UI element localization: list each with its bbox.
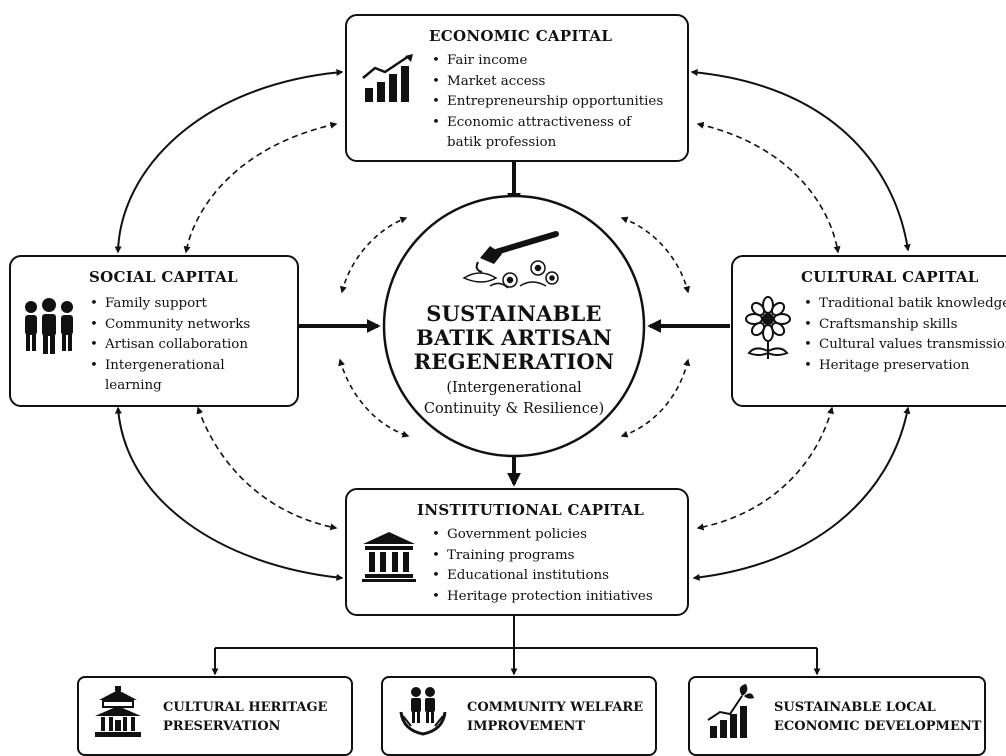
cultural-capital-list: Traditional batik knowledge Craftsmanshi… [803, 294, 1006, 376]
outcome-label: COMMUNITY WELFARE IMPROVEMENT [467, 698, 643, 736]
bar-chart-growth-icon [362, 54, 413, 102]
outcome-label: CULTURAL HERITAGE PRESERVATION [163, 698, 327, 736]
arc-cultural-institutional [692, 406, 911, 581]
list-item: Fair income [431, 51, 685, 72]
outcome-label-line: ECONOMIC DEVELOPMENT [774, 719, 982, 734]
batik-flower-icon [745, 296, 791, 359]
center-title-line: REGENERATION [413, 349, 615, 374]
social-capital-title: SOCIAL CAPITAL [89, 268, 238, 286]
dashed-economic-social [183, 121, 338, 254]
outcome-label-line: SUSTAINABLE LOCAL [774, 700, 936, 715]
outcome-box-community-welfare: COMMUNITY WELFARE IMPROVEMENT [381, 676, 657, 756]
arc-economic-social [114, 69, 344, 254]
growth-plant-chart-icon [707, 684, 754, 738]
list-item: Community networks [89, 315, 289, 336]
list-item: Heritage preservation [803, 356, 1006, 377]
economic-capital-title: ECONOMIC CAPITAL [429, 27, 613, 45]
people-group-icon [25, 298, 73, 354]
dashed-center-ll [338, 358, 410, 438]
cultural-capital-box: CULTURAL CAPITAL Traditional batik knowl… [731, 255, 1006, 407]
dashed-center-lr [620, 358, 691, 438]
cultural-capital-title: CULTURAL CAPITAL [801, 268, 979, 286]
outcome-box-cultural-heritage: CULTURAL HERITAGE PRESERVATION [77, 676, 353, 756]
center-title-line: BATIK ARTISAN [416, 325, 612, 350]
list-item: Economic attractiveness of batik profess… [431, 113, 657, 154]
temple-icon [95, 686, 141, 737]
list-item: Government policies [431, 525, 681, 546]
list-item: Family support [89, 294, 289, 315]
list-item: Artisan collaboration [89, 335, 289, 356]
list-item: Entrepreneurship opportunities [431, 92, 685, 113]
center-circle [382, 194, 646, 458]
institutional-capital-box: INSTITUTIONAL CAPITAL Government policie… [345, 488, 689, 616]
list-item: Intergenerational learning [89, 356, 255, 397]
family-in-hands-icon [399, 687, 447, 736]
dashed-economic-cultural [696, 121, 841, 254]
outcome-label-line: PRESERVATION [163, 719, 281, 734]
economic-capital-box: ECONOMIC CAPITAL Fair income Market acce… [345, 14, 689, 162]
center-subtitle: (Intergenerational Continuity & Resilien… [394, 378, 634, 420]
arc-social-institutional [114, 406, 344, 581]
list-item: Craftsmanship skills [803, 315, 1006, 336]
list-item: Traditional batik knowledge [803, 294, 1006, 315]
social-capital-list: Family support Community networks Artisa… [89, 294, 289, 397]
outcome-box-sustainable-economic: SUSTAINABLE LOCAL ECONOMIC DEVELOPMENT [688, 676, 986, 756]
arc-economic-cultural [690, 69, 911, 252]
outcome-label-line: CULTURAL HERITAGE [163, 700, 328, 715]
outcome-label: SUSTAINABLE LOCAL ECONOMIC DEVELOPMENT [774, 698, 981, 736]
dashed-social-institutional [196, 406, 338, 531]
canting-tool-icon [462, 231, 559, 289]
dashed-cultural-institutional [696, 406, 834, 531]
government-building-icon [362, 532, 416, 582]
list-item: Heritage protection initiatives [431, 587, 681, 608]
center-title-line: SUSTAINABLE [426, 301, 602, 326]
outcome-label-line: IMPROVEMENT [467, 719, 585, 734]
list-item: Market access [431, 72, 685, 93]
list-item: Training programs [431, 546, 681, 567]
list-item: Educational institutions [431, 566, 681, 587]
center-subtitle-line: (Intergenerational [446, 380, 582, 396]
outcome-label-line: COMMUNITY WELFARE [467, 700, 644, 715]
dashed-center-ur [620, 216, 691, 294]
center-title: SUSTAINABLE BATIK ARTISAN REGENERATION [394, 302, 634, 374]
list-item: Cultural values transmission [803, 335, 1006, 356]
institutional-capital-list: Government policies Training programs Ed… [431, 525, 681, 607]
center-subtitle-line: Continuity & Resilience) [423, 401, 605, 417]
dashed-center-ul [339, 216, 408, 294]
institutional-capital-title: INSTITUTIONAL CAPITAL [417, 501, 645, 519]
economic-capital-list: Fair income Market access Entrepreneursh… [431, 51, 685, 154]
social-capital-box: SOCIAL CAPITAL Family support Community … [9, 255, 299, 407]
